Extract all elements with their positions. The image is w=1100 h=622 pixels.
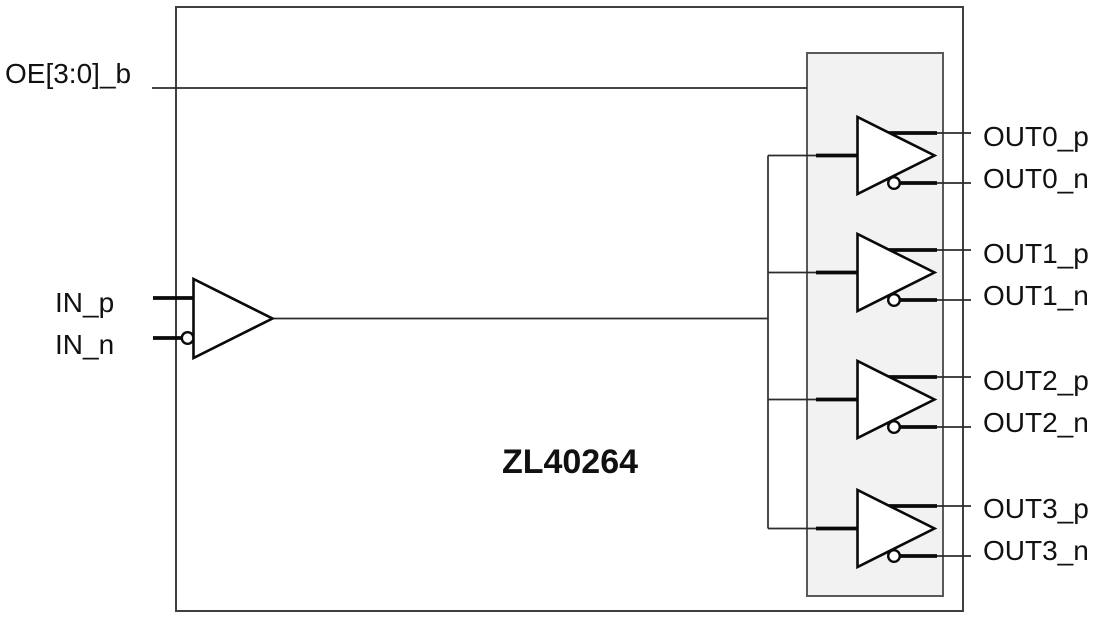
label-out2-n: OUT2_n [983, 407, 1089, 438]
label-out0-p: OUT0_p [983, 121, 1089, 152]
label-out0-n: OUT0_n [983, 163, 1089, 194]
input-buffer-triangle-icon [192, 276, 276, 361]
label-out1-p: OUT1_p [983, 237, 1089, 269]
label-out3-p: OUT3_p [983, 493, 1089, 524]
label-oe: OE[3:0]_b [5, 58, 132, 89]
label-in-p: IN_p [55, 287, 115, 318]
chip-name-label: ZL40264 [501, 443, 639, 481]
input-buffer [153, 276, 276, 361]
label-out3-n: OUT3_n [983, 535, 1089, 566]
label-out2-p: OUT2_p [983, 365, 1089, 396]
label-out1-n: OUT1_n [983, 279, 1089, 311]
in-n-inversion-bubble-icon [180, 331, 195, 346]
label-in-n: IN_n [55, 329, 115, 360]
